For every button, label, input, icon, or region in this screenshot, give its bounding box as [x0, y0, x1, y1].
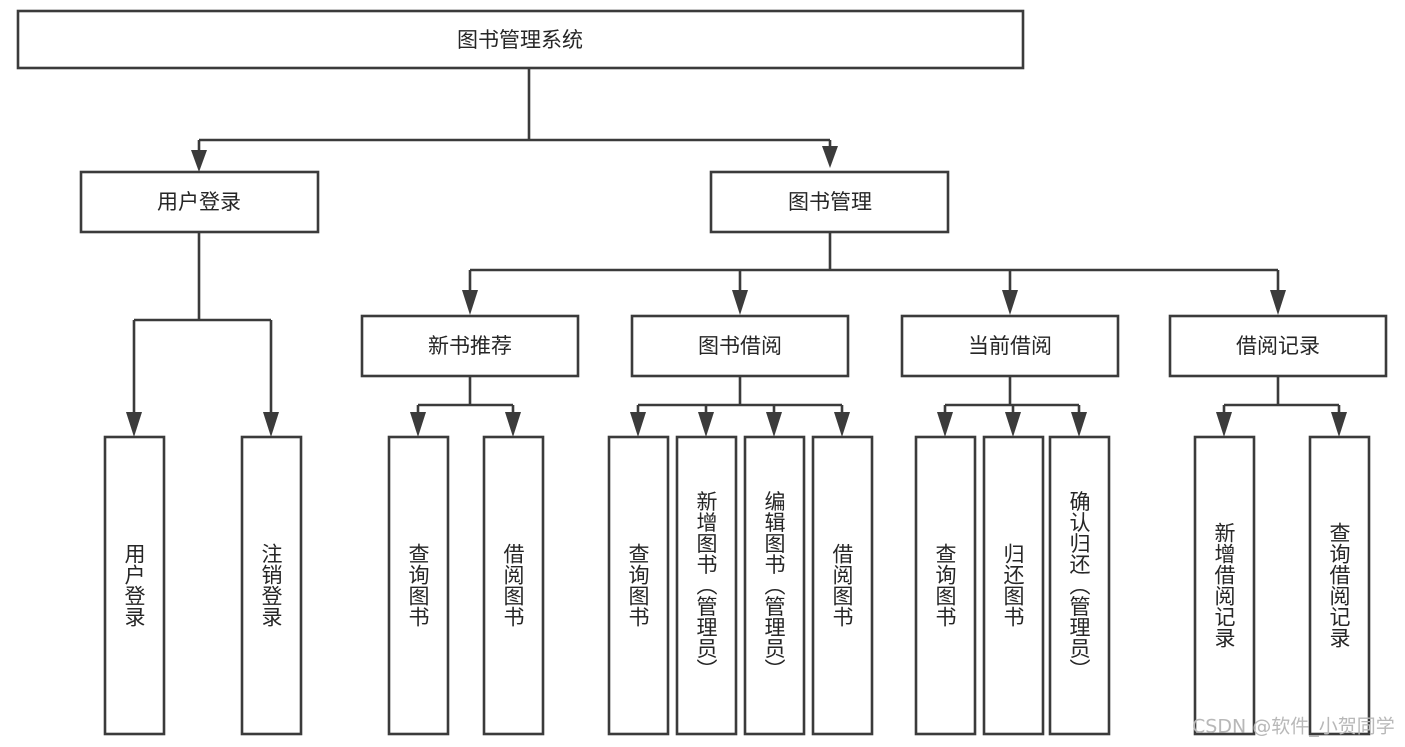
node-new-book-recommend-label: 新书推荐	[428, 334, 512, 358]
leaf-borrow-1-box[interactable]	[675, 435, 738, 736]
arrow-leaf-ul-1	[263, 412, 279, 437]
leaf-new-book-1[interactable]: 借阅图书	[482, 435, 545, 736]
leaf-current-0-box[interactable]	[914, 435, 977, 736]
arrow-user-login	[191, 150, 207, 172]
leaf-borrow-2-label: 编辑图书（管理员）	[762, 491, 786, 680]
leaf-record-1-box[interactable]	[1308, 435, 1371, 736]
leaf-current-1-box[interactable]	[982, 435, 1045, 736]
node-user-login[interactable]: 用户登录	[79, 170, 320, 234]
node-current-borrow[interactable]: 当前借阅	[900, 314, 1120, 378]
arrow-rc-1	[1331, 412, 1347, 437]
connector-layer	[126, 68, 1347, 437]
node-new-book-recommend-box[interactable]	[360, 314, 580, 378]
arrow-bw-0	[630, 412, 646, 437]
leaf-record-1[interactable]: 查询借阅记录	[1308, 435, 1371, 736]
leaf-borrow-0-label: 查询图书	[626, 543, 650, 627]
arrow-l3-1	[732, 290, 748, 315]
arrow-nb-1	[505, 412, 521, 437]
leaf-current-0-label: 查询图书	[933, 543, 957, 627]
node-book-borrow-label: 图书借阅	[698, 334, 782, 358]
leaf-borrow-3-box[interactable]	[811, 435, 874, 736]
arrow-l3-3	[1270, 290, 1286, 315]
arrow-bw-1	[698, 412, 714, 437]
leaf-borrow-2-box[interactable]	[743, 435, 806, 736]
arrow-bw-3	[834, 412, 850, 437]
arrow-l3-0	[462, 290, 478, 315]
leaf-current-2-label: 确认归还（管理员）	[1067, 491, 1091, 680]
node-root-box[interactable]	[16, 9, 1025, 70]
leaf-borrow-3-label: 借阅图书	[830, 543, 854, 627]
node-user-login-label: 用户登录	[157, 190, 241, 214]
leaf-user-login-1-label: 注销登录	[259, 543, 283, 627]
leaf-borrow-2[interactable]: 编辑图书（管理员）	[743, 435, 806, 736]
leaf-user-login-0[interactable]: 用户登录	[103, 435, 166, 736]
node-borrow-record-box[interactable]	[1168, 314, 1388, 378]
leaf-new-book-0-label: 查询图书	[406, 543, 430, 627]
arrow-leaf-ul-0	[126, 412, 142, 437]
arrow-bw-2	[766, 412, 782, 437]
leaf-current-1-label: 归还图书	[1001, 543, 1025, 627]
leaf-record-0-label: 新增借阅记录	[1212, 522, 1236, 648]
node-book-borrow-box[interactable]	[630, 314, 850, 378]
node-current-borrow-box[interactable]	[900, 314, 1120, 378]
arrow-cr-0	[937, 412, 953, 437]
node-borrow-record[interactable]: 借阅记录	[1168, 314, 1388, 378]
leaf-borrow-1[interactable]: 新增图书（管理员）	[675, 435, 738, 736]
leaf-current-2[interactable]: 确认归还（管理员）	[1048, 435, 1111, 736]
leaf-user-login-1[interactable]: 注销登录	[240, 435, 303, 736]
leaf-record-1-label: 查询借阅记录	[1327, 522, 1351, 648]
node-book-management-label: 图书管理	[788, 190, 872, 214]
leaf-current-0[interactable]: 查询图书	[914, 435, 977, 736]
leaf-current-1[interactable]: 归还图书	[982, 435, 1045, 736]
leaf-new-book-1-label: 借阅图书	[501, 543, 525, 627]
arrow-nb-0	[410, 412, 426, 437]
leaf-borrow-3[interactable]: 借阅图书	[811, 435, 874, 736]
node-current-borrow-label: 当前借阅	[968, 334, 1052, 358]
arrow-book-mgmt	[822, 146, 838, 168]
arrow-l3-2	[1002, 290, 1018, 315]
node-borrow-record-label: 借阅记录	[1236, 334, 1320, 358]
leaf-borrow-1-label: 新增图书（管理员）	[694, 491, 718, 680]
node-book-borrow[interactable]: 图书借阅	[630, 314, 850, 378]
leaf-borrow-0-box[interactable]	[607, 435, 670, 736]
leaf-record-0-box[interactable]	[1193, 435, 1256, 736]
leaf-user-login-1-box[interactable]	[240, 435, 303, 736]
leaf-user-login-0-box[interactable]	[103, 435, 166, 736]
arrow-cr-1	[1005, 412, 1021, 437]
node-root[interactable]: 图书管理系统	[16, 9, 1025, 70]
leaf-current-2-box[interactable]	[1048, 435, 1111, 736]
node-book-management-box[interactable]	[709, 170, 950, 234]
csdn-watermark: CSDN @软件_小贺同学	[1192, 716, 1395, 738]
leaf-user-login-0-label: 用户登录	[122, 543, 146, 627]
leaf-new-book-0-box[interactable]	[387, 435, 450, 736]
leaf-new-book-0[interactable]: 查询图书	[387, 435, 450, 736]
node-new-book-recommend[interactable]: 新书推荐	[360, 314, 580, 378]
node-book-management[interactable]: 图书管理	[709, 170, 950, 234]
leaf-borrow-0[interactable]: 查询图书	[607, 435, 670, 736]
node-root-label: 图书管理系统	[457, 28, 583, 52]
leaf-new-book-1-box[interactable]	[482, 435, 545, 736]
arrow-cr-2	[1071, 412, 1087, 437]
arrow-rc-0	[1216, 412, 1232, 437]
node-user-login-box[interactable]	[79, 170, 320, 234]
leaf-record-0[interactable]: 新增借阅记录	[1193, 435, 1256, 736]
